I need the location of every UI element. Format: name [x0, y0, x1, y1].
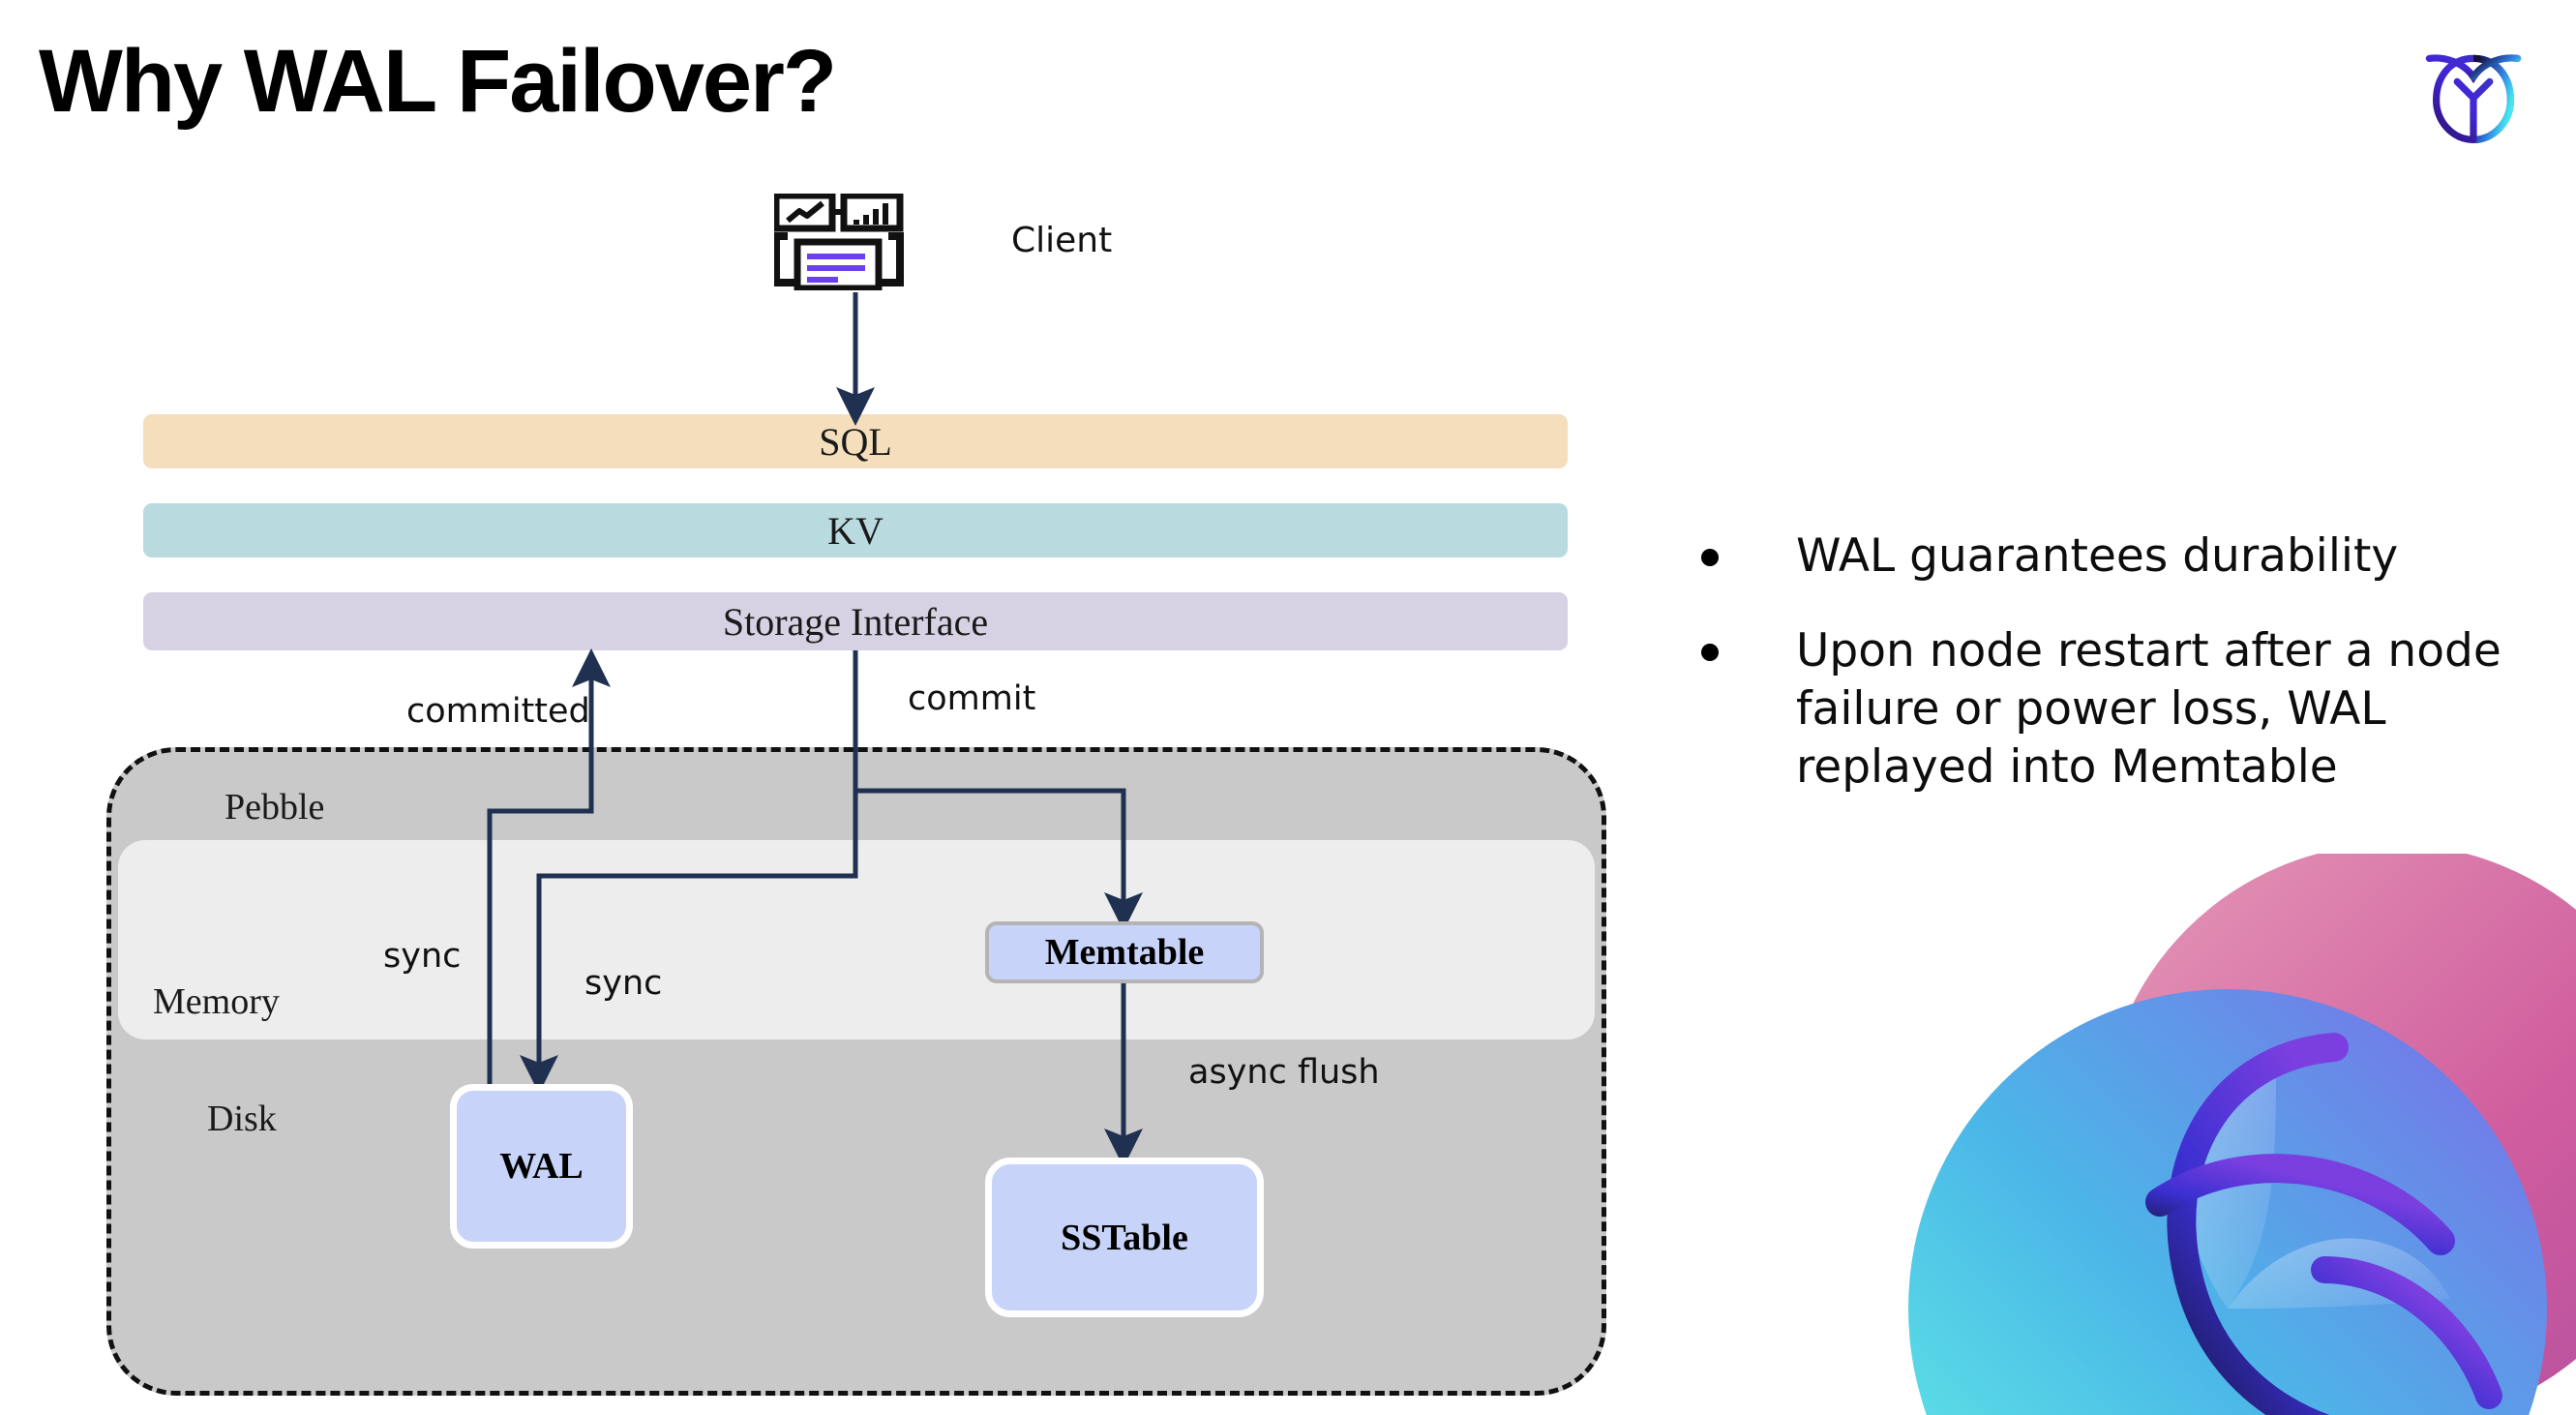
node-memtable: Memtable [985, 921, 1264, 983]
memory-label: Memory [153, 981, 280, 1022]
edge-label-async-flush: async flush [1188, 1053, 1380, 1092]
disk-label: Disk [207, 1099, 277, 1139]
node-wal-label: WAL [499, 1146, 584, 1187]
layer-bar-storage-interface-label: Storage Interface [722, 599, 989, 644]
list-item: WAL guarantees durability [1701, 527, 2504, 586]
edge-label-sync-1: sync [383, 937, 462, 976]
node-sstable: SSTable [985, 1158, 1264, 1317]
edge-label-committed: committed [406, 692, 590, 731]
node-memtable-label: Memtable [1044, 932, 1205, 973]
bullet-text: Upon node restart after a node failure o… [1796, 624, 2501, 795]
edge-label-commit: commit [908, 679, 1036, 718]
list-item: Upon node restart after a node failure o… [1701, 622, 2504, 797]
bullet-list: WAL guarantees durability Upon node rest… [1701, 527, 2504, 834]
client-label: Client [1011, 221, 1113, 260]
cockroachdb-logo-icon [2425, 54, 2522, 144]
bullet-text: WAL guarantees durability [1796, 529, 2399, 583]
layer-bar-kv: KV [143, 503, 1568, 557]
layer-bar-sql-label: SQL [819, 419, 892, 464]
layer-bar-sql: SQL [143, 414, 1568, 468]
client-dashboard-icon [774, 194, 904, 290]
page-title: Why WAL Failover? [39, 32, 837, 131]
bullet-dot-icon [1701, 644, 1719, 662]
bullet-dot-icon [1701, 549, 1719, 566]
edge-label-sync-2: sync [584, 964, 663, 1003]
layer-bar-storage-interface: Storage Interface [143, 592, 1568, 650]
pebble-label: Pebble [225, 787, 325, 828]
node-sstable-label: SSTable [1061, 1217, 1188, 1258]
node-wal: WAL [450, 1084, 633, 1249]
memory-region [118, 840, 1595, 1039]
layer-bar-kv-label: KV [827, 508, 884, 553]
cockroachdb-logo-watermark-icon [1908, 854, 2576, 1415]
